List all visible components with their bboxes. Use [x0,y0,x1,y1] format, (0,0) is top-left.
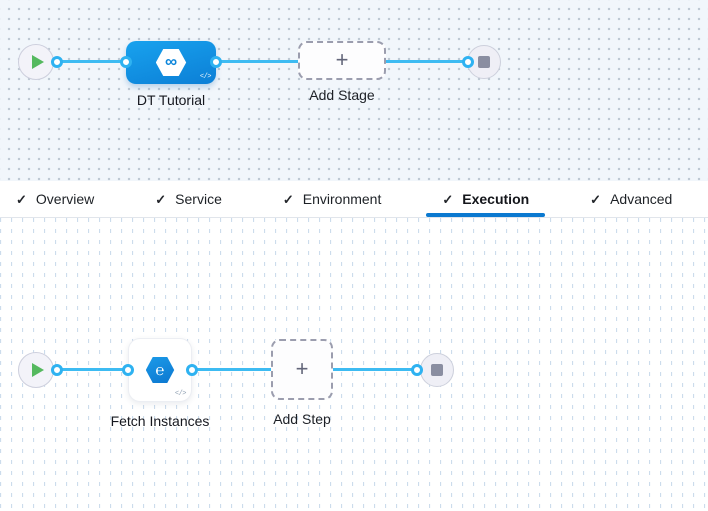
stage-node-dt-tutorial[interactable]: ∞ </> [126,41,216,84]
tab-label: Advanced [610,191,673,207]
step-out-port [186,364,198,376]
elastigroup-step-icon: ℮ [145,357,175,383]
infinity-glyph: ∞ [164,52,178,71]
code-icon: </> [199,73,212,81]
tab-service[interactable]: ✓ Service [139,181,238,217]
stage-in-port [120,56,132,68]
execution-steps-canvas[interactable]: ℮ </> Fetch Instances + Add Step [0,218,708,511]
step-glyph: ℮ [155,361,165,379]
stop-icon [478,56,490,68]
plus-icon: + [295,355,309,381]
check-icon: ✓ [155,191,167,207]
stage-pipeline-canvas[interactable]: ∞ </> DT Tutorial + Add Stage [0,0,708,181]
stage-config-tabbar: ✓ Overview ✓ Service ✓ Environment ✓ Exe… [0,181,708,218]
play-icon [31,363,44,377]
step-connector-line [57,368,417,371]
tab-overview[interactable]: ✓ Overview [0,181,110,217]
add-step-label: Add Step [273,411,331,427]
check-icon: ✓ [16,191,27,207]
add-stage-button[interactable]: + [298,41,386,80]
tab-label: Overview [35,191,95,207]
stop-icon [431,364,443,376]
check-icon: ✓ [442,191,454,207]
play-icon [31,55,44,69]
stage-out-port [210,56,222,68]
add-step-button[interactable]: + [271,339,333,400]
check-icon: ✓ [282,191,294,207]
end-in-port [462,56,474,68]
step-in-port [122,364,134,376]
add-stage-label: Add Stage [309,87,375,103]
tab-advanced[interactable]: ✓ Advanced [574,181,688,217]
execution-end-node [420,353,454,387]
tab-label: Execution [462,191,530,207]
stage-connector-line [57,60,468,63]
start-out-port [51,56,63,68]
tab-environment[interactable]: ✓ Environment [267,181,398,217]
check-icon: ✓ [590,191,602,207]
code-icon: </> [174,390,187,398]
cd-infinity-icon: ∞ [155,49,187,76]
plus-icon: + [335,46,349,72]
tab-label: Environment [302,191,382,207]
step-node-fetch-instances[interactable]: ℮ </> [128,338,192,402]
pipeline-start-node [18,44,54,80]
end-in-port [411,364,423,376]
tab-execution[interactable]: ✓ Execution [426,181,545,217]
stage-label: DT Tutorial [136,92,206,108]
execution-start-node [18,352,54,388]
start-out-port [51,364,63,376]
tab-label: Service [175,191,222,207]
step-label: Fetch Instances [110,413,210,429]
